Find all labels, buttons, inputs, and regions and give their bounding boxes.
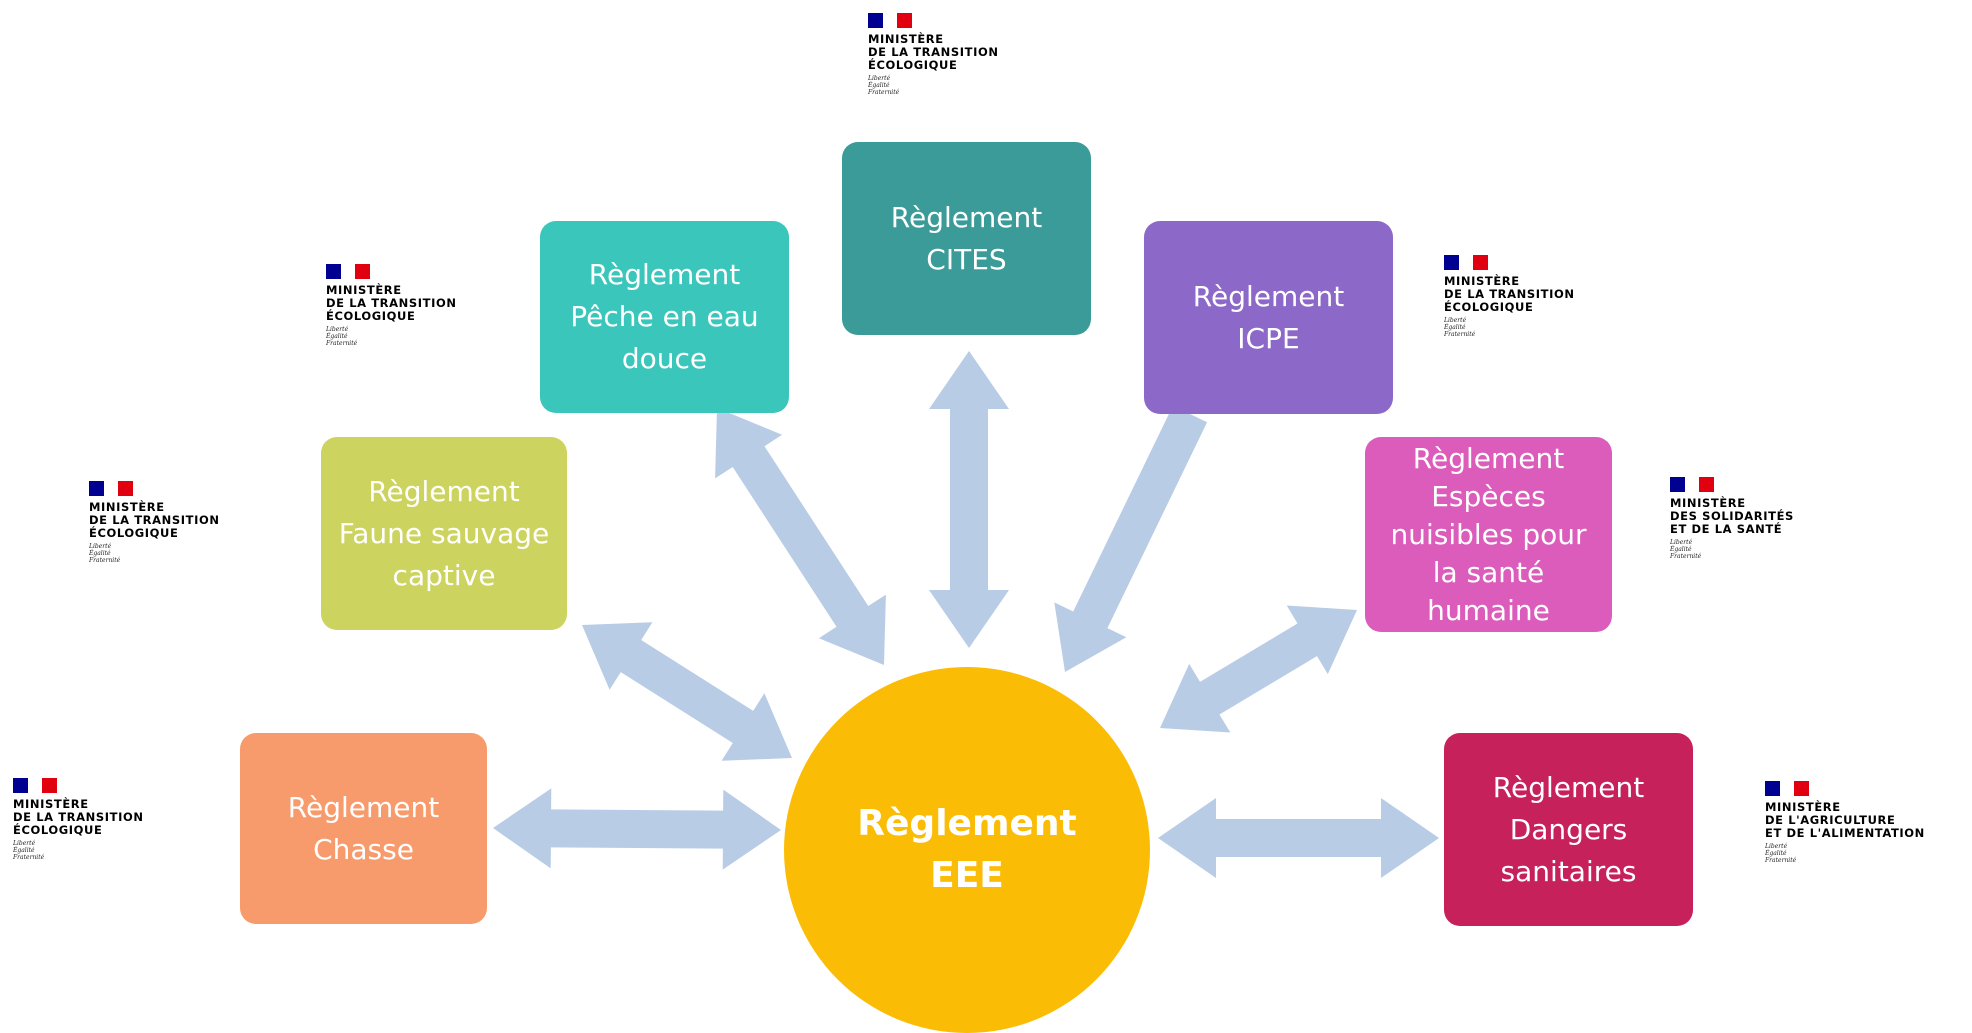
box-reglement-faune-sauvage-captive: Règlement Faune sauvage captive [321,437,567,630]
ministry-name: MINISTÈRE DE LA TRANSITION ÉCOLOGIQUE [13,797,144,837]
republic-motto: Liberté Égalité Fraternité [89,543,121,564]
box-reglement-icpe: Règlement ICPE [1144,221,1393,414]
republic-motto: Liberté Égalité Fraternité [1670,539,1702,560]
republic-motto: Liberté Égalité Fraternité [1765,843,1797,864]
connection-arrows [493,351,1439,878]
box-reglement-especes-nuisibles: Règlement Espèces nuisibles pour la sant… [1365,437,1612,632]
ministry-name: MINISTÈRE DE LA TRANSITION ÉCOLOGIQUE [1444,274,1575,314]
ministry-name: MINISTÈRE DE LA TRANSITION ÉCOLOGIQUE [868,32,999,72]
logo-ministere-transition-ecologique: MINISTÈRE DE LA TRANSITION ÉCOLOGIQUE Li… [89,481,319,564]
french-flag-icon [89,481,134,496]
french-flag-icon [1670,477,1715,492]
arrow-peche-center [715,408,886,665]
ministry-name: MINISTÈRE DE L'AGRICULTURE ET DE L'ALIME… [1765,800,1925,840]
french-flag-icon [1765,781,1810,796]
arrow-dangers-center [1158,798,1439,878]
logo-ministere-transition-ecologique: MINISTÈRE DE LA TRANSITION ÉCOLOGIQUE Li… [1444,255,1674,338]
logo-ministere-solidarites-sante: MINISTÈRE DES SOLIDARITÉS ET DE LA SANTÉ… [1670,477,1900,560]
republic-motto: Liberté Égalité Fraternité [1444,317,1476,338]
arrow-faune-center [582,622,792,761]
arrow-cites-center [929,351,1009,648]
box-reglement-chasse: Règlement Chasse [240,733,487,924]
ministry-name: MINISTÈRE DE LA TRANSITION ÉCOLOGIQUE [89,500,220,540]
french-flag-icon [326,264,371,279]
republic-motto: Liberté Égalité Fraternité [868,75,900,96]
arrow-especes-center [1160,605,1357,733]
box-reglement-cites: Règlement CITES [842,142,1091,335]
logo-ministere-agriculture-alimentation: MINISTÈRE DE L'AGRICULTURE ET DE L'ALIME… [1765,781,1972,864]
box-reglement-peche-eau-douce: Règlement Pêche en eau douce [540,221,789,413]
center-label: Règlement EEE [857,803,1077,896]
republic-motto: Liberté Égalité Fraternité [326,326,358,347]
logo-ministere-transition-ecologique: MINISTÈRE DE LA TRANSITION ÉCOLOGIQUE Li… [13,778,243,861]
box-label: Règlement Espèces nuisibles pour la sant… [1390,441,1587,627]
republic-motto: Liberté Égalité Fraternité [13,840,45,861]
french-flag-icon [13,778,58,793]
logo-ministere-transition-ecologique: MINISTÈRE DE LA TRANSITION ÉCOLOGIQUE Li… [326,264,556,347]
ministry-name: MINISTÈRE DE LA TRANSITION ÉCOLOGIQUE [326,283,457,323]
box-label: Règlement ICPE [1192,279,1345,355]
box-label: Règlement Dangers sanitaires [1492,770,1645,888]
box-label: Règlement Chasse [287,790,440,866]
box-reglement-dangers-sanitaires: Règlement Dangers sanitaires [1444,733,1693,926]
logo-ministere-transition-ecologique: MINISTÈRE DE LA TRANSITION ÉCOLOGIQUE Li… [868,13,1098,96]
center-reglement-eee: Règlement EEE [784,667,1150,1033]
arrow-icpe-center [1054,405,1208,672]
ministry-name: MINISTÈRE DES SOLIDARITÉS ET DE LA SANTÉ [1670,496,1794,536]
arrow-chasse-center [493,788,781,870]
box-label: Règlement Faune sauvage captive [338,474,550,592]
french-flag-icon [1444,255,1489,270]
box-label: Règlement Pêche en eau douce [570,258,759,375]
box-label: Règlement CITES [890,200,1043,276]
french-flag-icon [868,13,913,28]
